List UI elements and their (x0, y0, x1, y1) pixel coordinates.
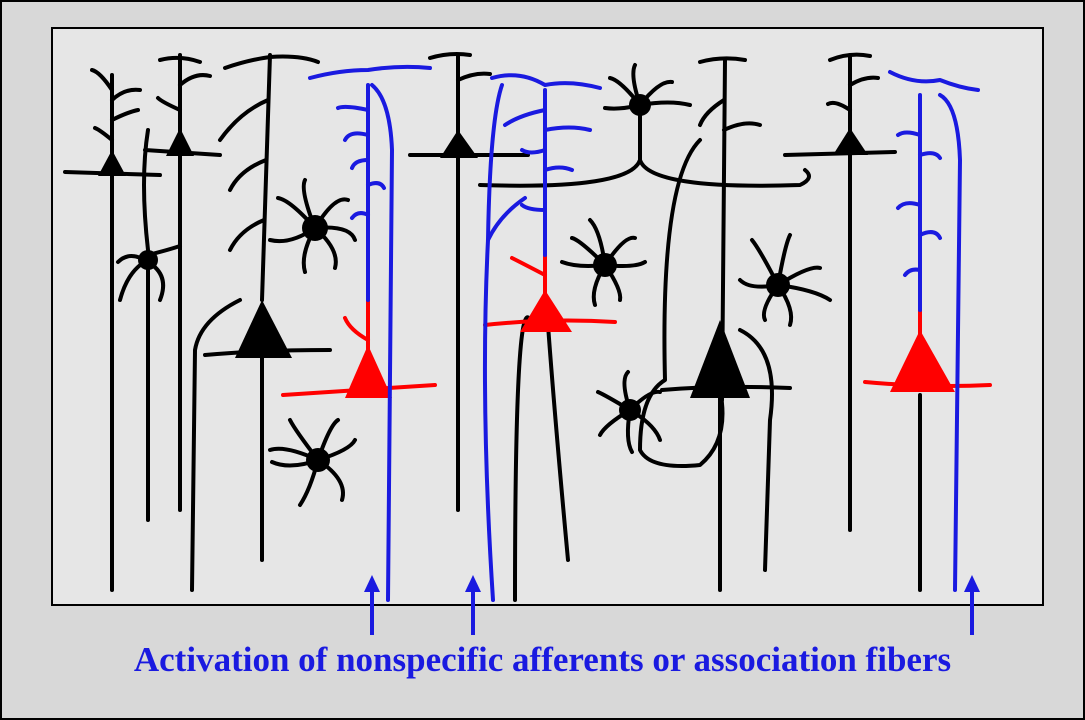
stellate-cell-lower (270, 420, 355, 505)
arrow-left (364, 575, 380, 635)
stellate-cell-left (118, 130, 180, 520)
stellate-cell-mid-lower (598, 372, 660, 452)
figure-caption: Activation of nonspecific afferents or a… (0, 640, 1085, 680)
afferent-arrows (364, 575, 980, 635)
pyramidal-neuron-e (640, 58, 790, 590)
afferent-fibers (310, 67, 978, 600)
arrow-right (964, 575, 980, 635)
stellate-cell-center (562, 220, 645, 305)
neuron-stem-center (515, 317, 568, 600)
stellate-cell-top (605, 65, 690, 160)
pyramidal-neuron-b (145, 55, 220, 510)
arrow-middle (465, 575, 481, 635)
stellate-cell-right (740, 235, 830, 325)
pyramidal-neuron-c (192, 55, 330, 590)
afferent-fiber-right (890, 72, 978, 590)
pyramidal-neuron-f (785, 55, 895, 530)
stellate-cell-upper (270, 180, 355, 272)
activated-pyramidal-neuron-3 (865, 310, 990, 392)
